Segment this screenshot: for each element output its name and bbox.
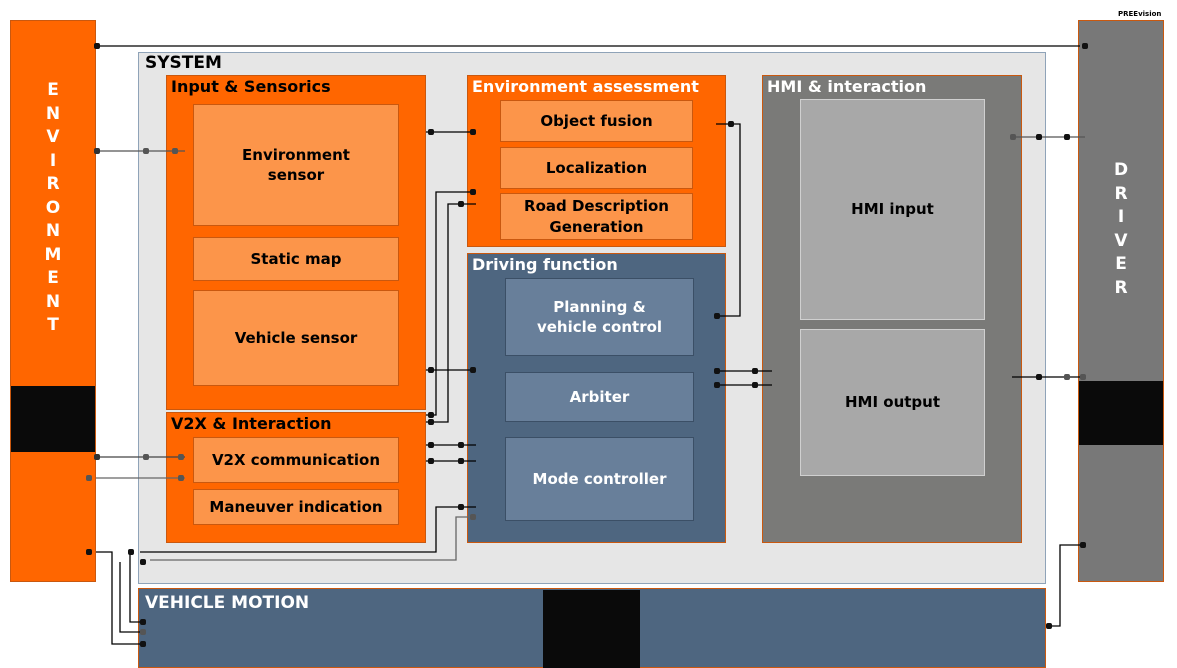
- arbiter-label: Arbiter: [569, 387, 630, 406]
- environment-camera-image: [11, 386, 95, 452]
- environment-sensor-label: Environment sensor: [242, 145, 350, 184]
- vehicle-sensor-box[interactable]: Vehicle sensor: [193, 290, 399, 386]
- localization-box[interactable]: Localization: [500, 147, 693, 189]
- system-title: SYSTEM: [145, 53, 222, 73]
- v2x-communication-label: V2X communication: [211, 450, 381, 469]
- object-fusion-box[interactable]: Object fusion: [500, 100, 693, 142]
- static-map-label: Static map: [250, 249, 342, 268]
- hmi-input-label: HMI input: [851, 200, 934, 219]
- environment-letter: O: [45, 197, 61, 218]
- mode-controller-box[interactable]: Mode controller: [505, 437, 694, 521]
- planning-vehicle-control-box[interactable]: Planning & vehicle control: [505, 278, 694, 356]
- mode-controller-label: Mode controller: [532, 469, 667, 488]
- maneuver-indication-label: Maneuver indication: [209, 497, 383, 516]
- env-motion-line-1: [96, 551, 146, 645]
- v2x-interaction-title: V2X & Interaction: [171, 414, 332, 433]
- hmi-interaction-title: HMI & interaction: [767, 77, 927, 96]
- motion-driver-line: [1046, 544, 1085, 627]
- environment-letter: E: [47, 268, 59, 288]
- connection-lines: [96, 45, 1085, 645]
- hmi-input-box[interactable]: HMI input: [800, 99, 985, 320]
- fusion-planning-line: [716, 123, 741, 317]
- road-description-generation-box[interactable]: Road Description Generation: [500, 193, 693, 240]
- environment-letter: T: [47, 315, 59, 335]
- environment-letter: I: [49, 150, 57, 171]
- v2x-assessment-line-1: [426, 191, 476, 416]
- driver-letter: D: [1113, 160, 1129, 180]
- driving-function-title: Driving function: [472, 255, 618, 274]
- vehicle-motion-title: VEHICLE MOTION: [145, 593, 310, 613]
- environment-letter: V: [46, 127, 60, 147]
- environment-letter: M: [44, 244, 62, 265]
- driver-letter: I: [1117, 207, 1125, 227]
- env-motion-line-2: [119, 562, 146, 633]
- environment-letter: E: [47, 80, 59, 100]
- environment-assessment-title: Environment assessment: [472, 77, 699, 96]
- hmi-output-box[interactable]: HMI output: [800, 329, 985, 476]
- maneuver-line: [140, 506, 476, 553]
- environment-sensor-box[interactable]: Environment sensor: [193, 104, 399, 226]
- planning-vehicle-control-label: Planning & vehicle control: [536, 297, 663, 336]
- port-markers: [86, 43, 1088, 647]
- v2x-communication-box[interactable]: V2X communication: [193, 437, 399, 483]
- environment-letter: N: [45, 103, 61, 124]
- road-description-generation-label: Road Description Generation: [524, 197, 669, 236]
- driver-letter: E: [1115, 254, 1127, 274]
- driver-camera-image: [1079, 381, 1163, 445]
- driver-letter: V: [1114, 230, 1128, 251]
- driver-letter: R: [1114, 183, 1128, 204]
- hmi-output-label: HMI output: [844, 393, 941, 412]
- maneuver-line-2: [150, 516, 476, 561]
- vehicle-motion-block[interactable]: VEHICLE MOTION: [138, 588, 1046, 668]
- object-fusion-label: Object fusion: [540, 111, 653, 130]
- preevision-logo: PREEvision: [1118, 10, 1162, 18]
- environment-letter: R: [46, 174, 60, 194]
- environment-letter: N: [45, 221, 61, 241]
- input-sensorics-title: Input & Sensorics: [171, 77, 331, 96]
- static-map-box[interactable]: Static map: [193, 237, 399, 281]
- v2x-assessment-line-2: [426, 203, 476, 423]
- vehicle-motion-camera-image: [543, 590, 640, 668]
- driver-letter: R: [1114, 277, 1128, 298]
- environment-letter: N: [45, 291, 61, 312]
- maneuver-indication-box[interactable]: Maneuver indication: [193, 489, 399, 525]
- localization-label: Localization: [545, 158, 648, 177]
- vehicle-sensor-label: Vehicle sensor: [234, 328, 358, 347]
- arbiter-box[interactable]: Arbiter: [505, 372, 694, 422]
